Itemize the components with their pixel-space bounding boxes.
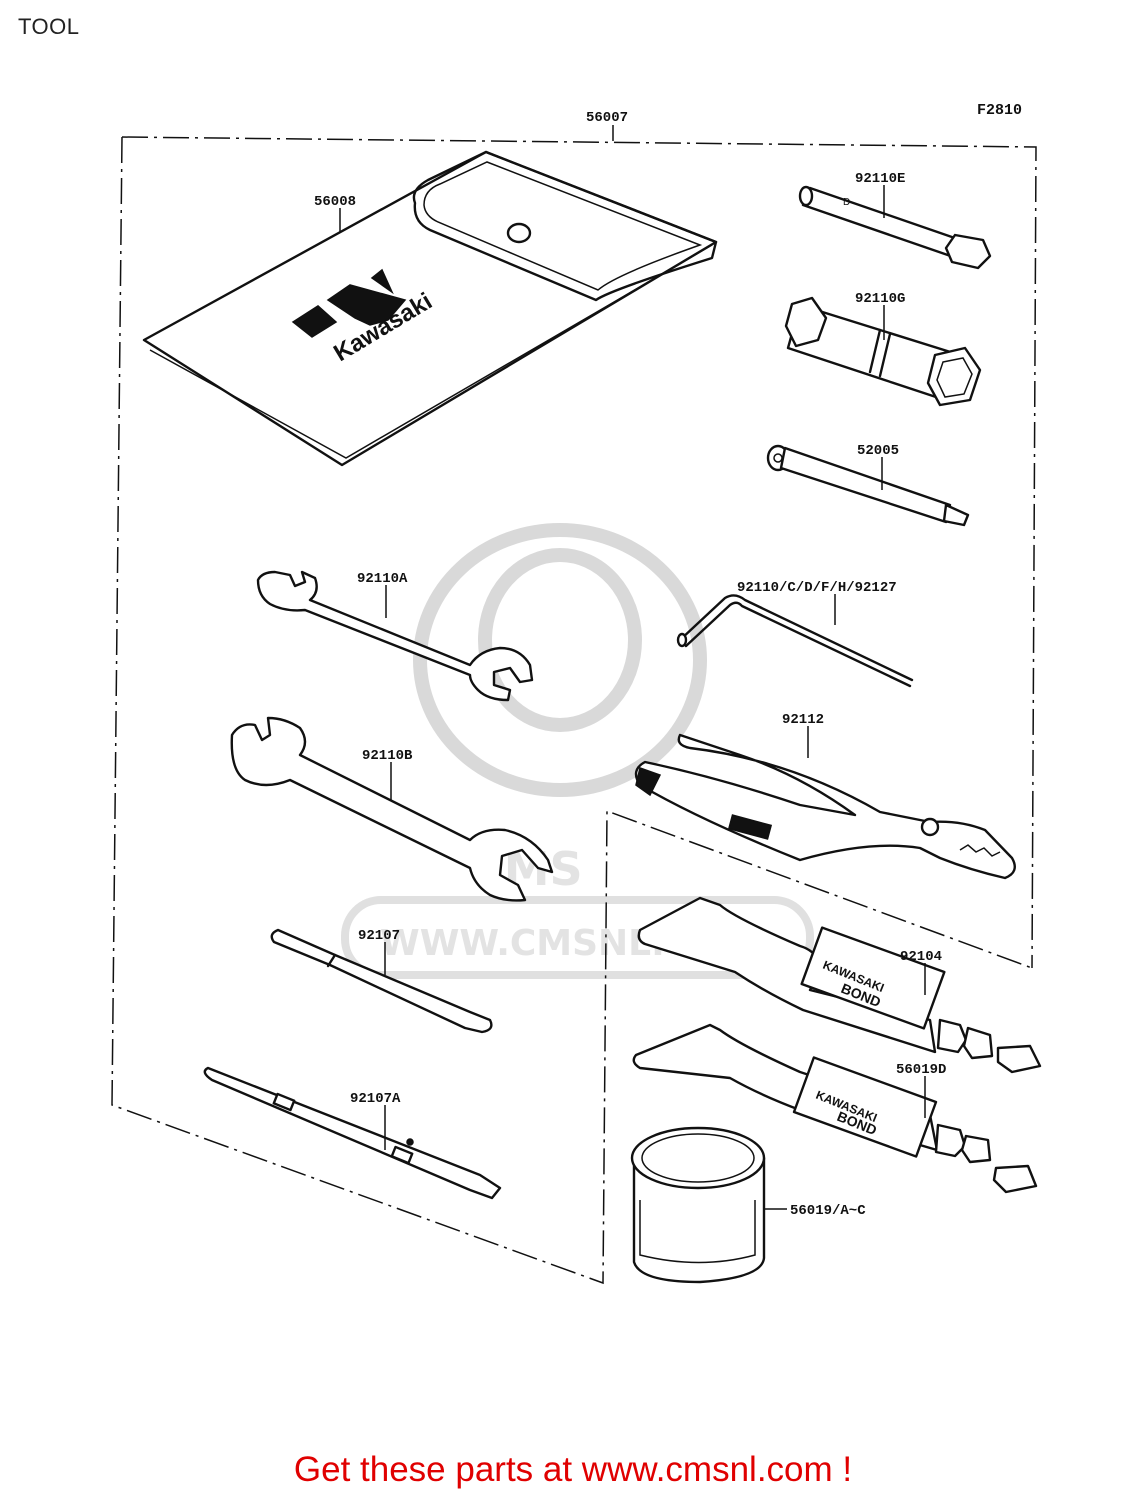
hex-key <box>676 594 914 688</box>
bit-driver-52005 <box>766 444 970 527</box>
wrench-92110b <box>230 716 554 902</box>
callout-92107a: 92107A <box>350 1091 401 1107</box>
callout-labels: 56007 56008 92110E 92110G 52005 92110A 9… <box>314 110 946 1219</box>
callout-56019-a-c: 56019/A~C <box>790 1203 866 1219</box>
bond-tube-92104: KAWASAKI BOND <box>637 896 1042 1074</box>
get-parts-link[interactable]: Get these parts at www.cmsnl.com ! <box>293 1450 853 1489</box>
callout-92110a: 92110A <box>357 571 408 587</box>
callout-92107: 92107 <box>358 928 400 944</box>
screwdriver-92107 <box>270 928 493 1034</box>
box-wrench-92110g <box>784 296 982 407</box>
wrench-92110a <box>256 570 534 702</box>
callout-92112: 92112 <box>782 712 824 728</box>
callout-56007: 56007 <box>586 110 628 126</box>
callout-92110e: 92110E <box>855 171 905 187</box>
box-wrench-92110e: D <box>798 185 992 270</box>
grease-can-56019 <box>630 1126 766 1284</box>
callout-92110g: 92110G <box>855 291 905 307</box>
callout-52005: 52005 <box>857 443 899 459</box>
tool-pouch: Kawasaki <box>142 150 718 467</box>
pliers-92112 <box>634 733 1016 880</box>
callout-hex-key: 92110/C/D/F/H/92127 <box>737 580 897 596</box>
exploded-parts-diagram: CMS WWW.CMSNL.COM Kawasaki D <box>111 110 1042 1285</box>
callout-92104: 92104 <box>900 949 942 965</box>
bond-tube-56019d: KAWASAKI BOND <box>632 1023 1038 1194</box>
figure-code: F2810 <box>977 102 1023 119</box>
callout-56019d: 56019D <box>896 1062 946 1078</box>
callout-56008: 56008 <box>314 194 356 210</box>
callout-92110b: 92110B <box>362 748 413 764</box>
svg-text:D: D <box>843 197 850 208</box>
screwdriver-handle-92107a <box>203 1066 502 1200</box>
tool-kit-outline <box>111 125 1037 1285</box>
leader-lines <box>339 185 926 1210</box>
page-title: TOOL <box>18 14 80 39</box>
